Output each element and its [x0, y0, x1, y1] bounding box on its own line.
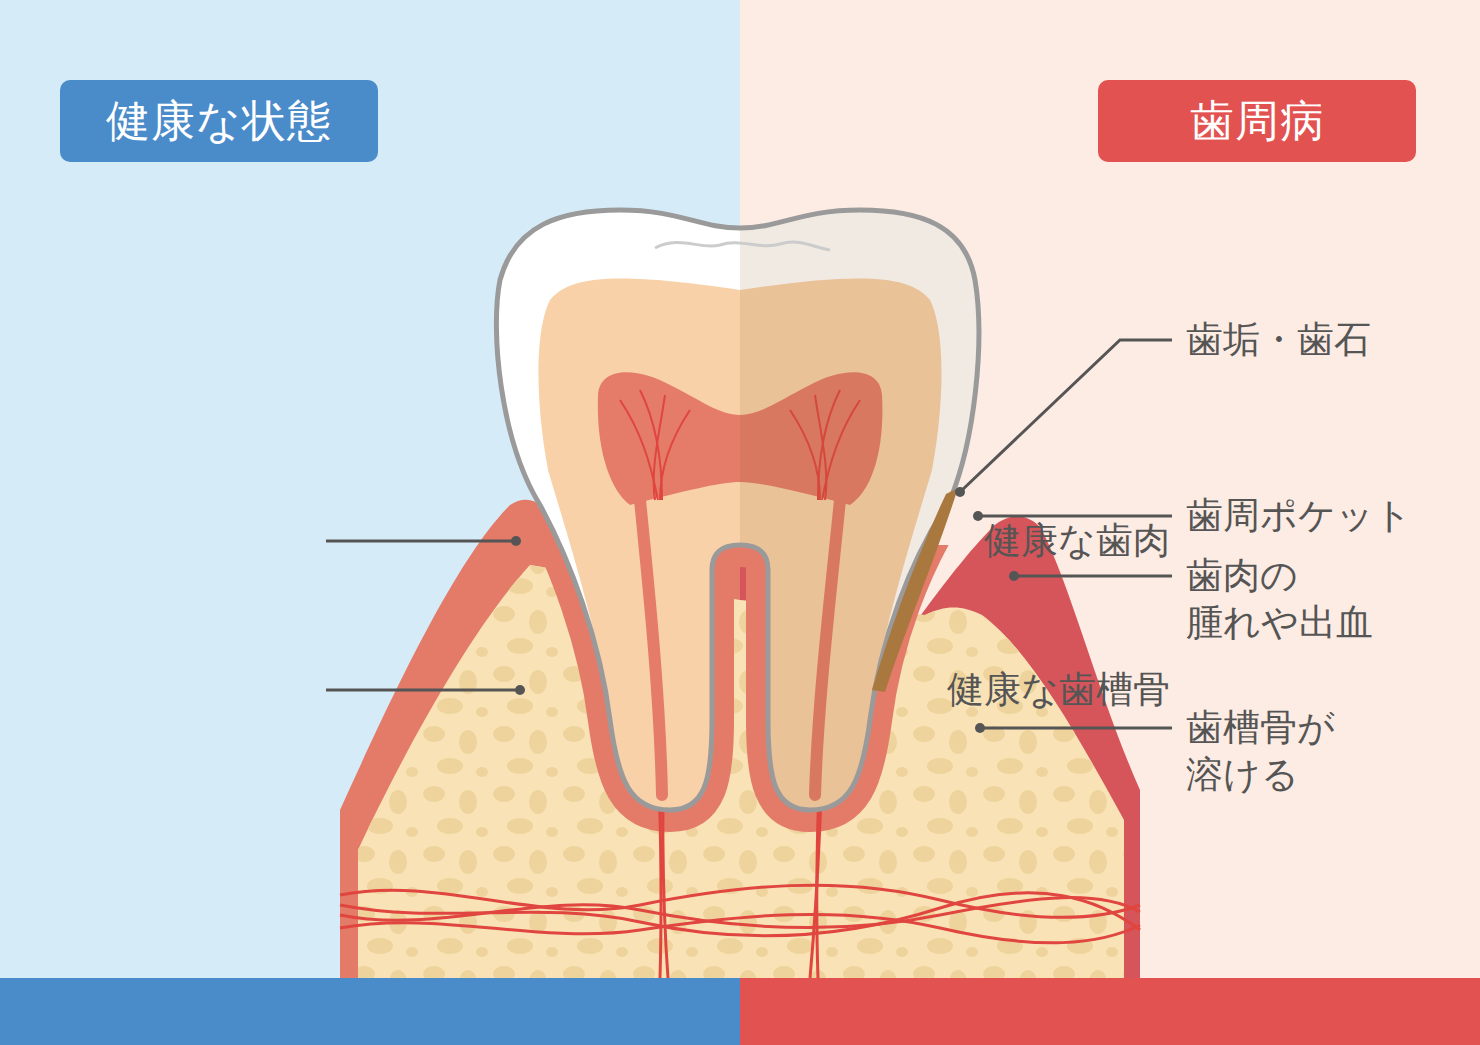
bottom-bar [0, 978, 740, 1045]
crown-groove [655, 242, 830, 250]
part-label: 歯槽骨が 溶ける [1186, 704, 1416, 799]
part-label: 歯垢・歯石 [1186, 316, 1446, 363]
part-label: 健康な歯肉 [984, 517, 1170, 564]
disease-heading-box: 歯周病 [1098, 80, 1416, 162]
heading-text: 歯周病 [1190, 92, 1325, 151]
leader-lines [326, 340, 1172, 728]
healthy-heading-box: 健康な状態 [60, 80, 378, 162]
blood-vessels [340, 500, 1140, 978]
heading-text: 健康な状態 [106, 92, 332, 151]
calculus [872, 488, 958, 692]
leader-dots [511, 487, 1019, 733]
bottom-bar [740, 978, 1480, 1045]
root-socket [496, 545, 978, 810]
part-label: 歯周ポケット [1186, 492, 1456, 539]
part-label: 歯肉の 腫れや出血 [1186, 552, 1416, 647]
part-label: 健康な歯槽骨 [947, 666, 1170, 713]
tooth-outline [496, 210, 978, 810]
